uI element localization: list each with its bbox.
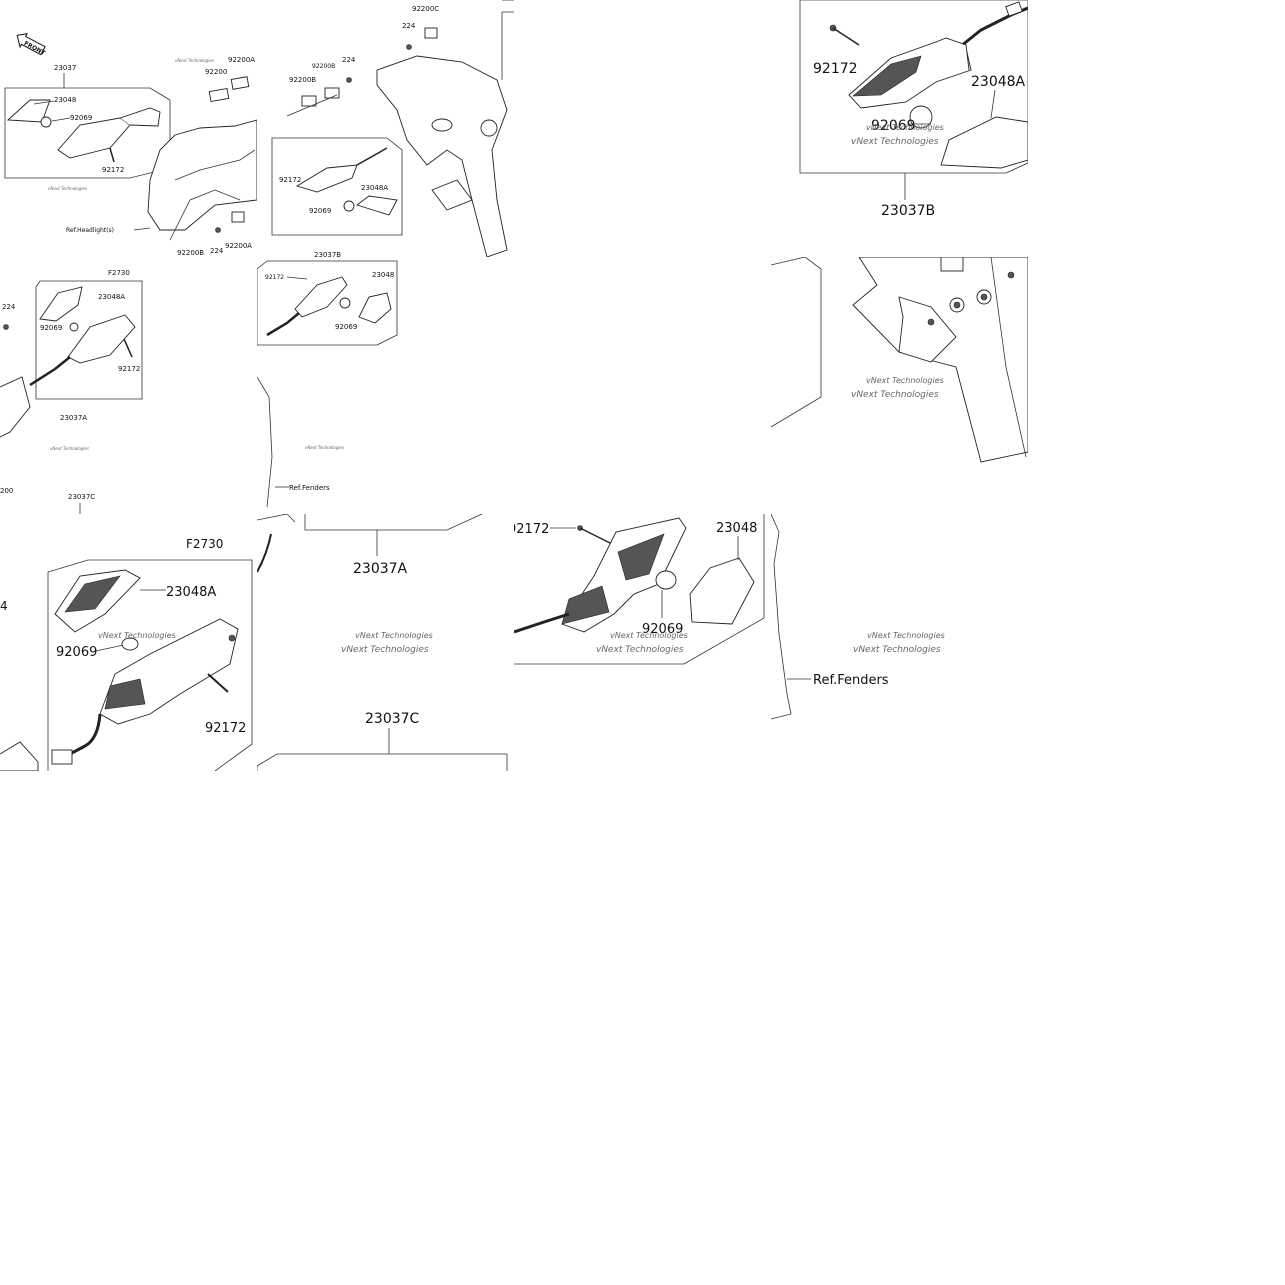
label-92069-zoom-a: 92069 (56, 645, 97, 660)
label-92172-small: 92172 (118, 365, 140, 373)
assembly-23037b-frame (271, 137, 403, 236)
zoom-rear-fender-tile: vNext Technologies vNext Technologies (771, 257, 1028, 514)
label-23048-zoom-c: 23048 (716, 521, 757, 536)
watermark-text: vNext Technologies (355, 631, 433, 640)
label-92172-zoom-a: 92172 (205, 721, 246, 736)
label-92200a: 92200A (228, 56, 255, 64)
watermark-text: vNext Technologies (341, 645, 429, 655)
assembly-23037a-zoom-frame (47, 559, 253, 771)
watermark-text: vNext Technologies (596, 645, 684, 655)
ref-fenders-small: Ref.Fenders (289, 484, 330, 492)
watermark-text: vNext Technologies (610, 631, 688, 640)
overview-middle-tile: 92200C 224 92200B 224 92200B 92172 23048… (257, 0, 514, 257)
label-92069-small: 92069 (40, 324, 62, 332)
zoom-23037b-drawing: 23037B 92172 92069 23048A vNext Technolo… (799, 0, 1028, 219)
watermark-text: vNext Technologies (175, 58, 214, 63)
zoom-23037a-tile: F2730 23048A 92069 92172 4 vNext Technol… (0, 514, 257, 771)
assembly-23037c-frame (257, 753, 508, 771)
label-92069-b: 92069 (309, 207, 331, 215)
label-92200: 92200 (205, 68, 227, 76)
assembly-23037-zoom-frame (514, 514, 765, 665)
label-224-b: 224 (342, 56, 356, 64)
watermark-text: vNext Technologies (866, 123, 944, 132)
watermark-text: vNext Technologies (98, 631, 176, 640)
watermark-text: vNext Technologies (851, 137, 939, 147)
bulb-part (40, 116, 52, 128)
label-92200c: 92200C (412, 5, 439, 13)
zoom-23037-drawing: 92172 92069 23048 vNext Technologies vNe… (514, 514, 765, 665)
label-92069-zoom-c: 92069 (642, 622, 683, 637)
label-23037b: 23037B (881, 203, 935, 219)
label-23048a-b: 23048A (361, 184, 388, 192)
zoom-23037c-tile: 23037A vNext Technologies vNext Technolo… (257, 514, 514, 771)
label-92172-zoom: 92172 (813, 61, 858, 77)
overview-lower-left-tile: F2730 224 23048A 92069 92172 23037A vNex… (0, 257, 257, 514)
label-23037c: 23037C (365, 711, 420, 727)
label-23048-c: 23048 (372, 271, 394, 279)
overview-middle-drawing: 92200C 224 92200B 224 92200B 92172 23048… (271, 0, 514, 257)
label-224-a: 224 (2, 303, 16, 311)
rear-fender-zoom-part (852, 257, 1028, 463)
label-23048: 23048 (54, 96, 76, 104)
lens-part-c (689, 557, 755, 625)
label-92200b: 92200B (177, 249, 204, 257)
watermark-text: vNext Technologies (50, 446, 89, 451)
label-92200a-2: 92200A (225, 242, 252, 250)
overview-left-drawing: FRONT 23037 23048 92069 92172 vNext Tech… (4, 33, 257, 257)
assembly-23037-frame-b (257, 260, 398, 346)
watermark-text: vNext Technologies (851, 390, 939, 400)
label-92069-zoom: 92069 (871, 118, 916, 134)
label-224-top: 224 (402, 22, 416, 30)
bulb-part-zoom (909, 105, 933, 129)
zoom-23037c-drawing: 23037A vNext Technologies vNext Technolo… (257, 514, 508, 771)
ref-fenders-label: Ref.Fenders (813, 673, 889, 688)
watermark-text: vNext Technologies (866, 376, 944, 385)
label-23048a-small: 23048A (98, 293, 125, 301)
zoom-23037a-drawing: F2730 23048A 92069 92172 4 vNext Technol… (0, 537, 253, 771)
label-92069: 92069 (70, 114, 92, 122)
label-92172-c: 92172 (265, 274, 284, 281)
label-23037a: 23037A (353, 561, 408, 577)
zoom-23037b-tile: 23037B 92172 92069 23048A vNext Technolo… (771, 0, 1028, 257)
zoom-rear-fender-drawing: vNext Technologies vNext Technologies (771, 257, 1028, 463)
label-92069-c: 92069 (335, 323, 357, 331)
label-92172-zoom-c: 92172 (514, 522, 549, 537)
rear-fender-part (376, 55, 508, 257)
label-92172: 92172 (102, 166, 124, 174)
fairing-part (147, 119, 257, 231)
ref-headlights-label: Ref.Headlight(s) (66, 227, 114, 234)
watermark-text: vNext Technologies (305, 445, 344, 450)
front-arrow-icon: FRONT (16, 33, 47, 57)
label-224-frag: 4 (0, 599, 8, 613)
housing-part (57, 117, 131, 159)
label-92172-b: 92172 (279, 176, 301, 184)
overview-lower-left-drawing: F2730 224 23048A 92069 92172 23037A vNex… (0, 269, 143, 514)
watermark-text: vNext Technologies (867, 631, 945, 640)
label-23048a-zoom-a: 23048A (166, 585, 216, 600)
overview-lower-middle-tile: 92172 92069 23048 vNext Technologies Ref… (257, 257, 514, 514)
overview-left-tile: FRONT 23037 23048 92069 92172 vNext Tech… (0, 0, 257, 257)
assembly-23037b-zoom-frame (799, 0, 1028, 174)
watermark-text: vNext Technologies (48, 186, 87, 191)
lens-part-zoom (940, 116, 1028, 169)
bulb-part-c (655, 570, 677, 590)
label-92200b-mid: 92200B (289, 76, 316, 84)
label-23037: 23037 (54, 64, 76, 72)
label-23037b-small: 23037B (314, 251, 341, 257)
label-92200-frag: 200 (0, 487, 13, 495)
label-23037c-small: 23037C (68, 493, 95, 501)
label-f2730: F2730 (186, 537, 223, 551)
label-f2730-small: F2730 (108, 269, 130, 277)
label-23048a-zoom: 23048A (971, 74, 1026, 90)
overview-lower-middle-drawing: 92172 92069 23048 vNext Technologies Ref… (257, 260, 398, 508)
zoom-23037-tile: 92172 92069 23048 vNext Technologies vNe… (514, 514, 771, 771)
zoom-ref-fenders-tile: Ref.Fenders vNext Technologies vNext Tec… (771, 514, 1028, 771)
label-23037a-small: 23037A (60, 414, 87, 422)
label-224: 224 (210, 247, 224, 255)
watermark-text: vNext Technologies (853, 645, 941, 655)
label-92200b-top: 92200B (312, 63, 335, 70)
lens-part (6, 99, 51, 123)
zoom-ref-fenders-drawing: Ref.Fenders vNext Technologies vNext Tec… (771, 514, 945, 720)
